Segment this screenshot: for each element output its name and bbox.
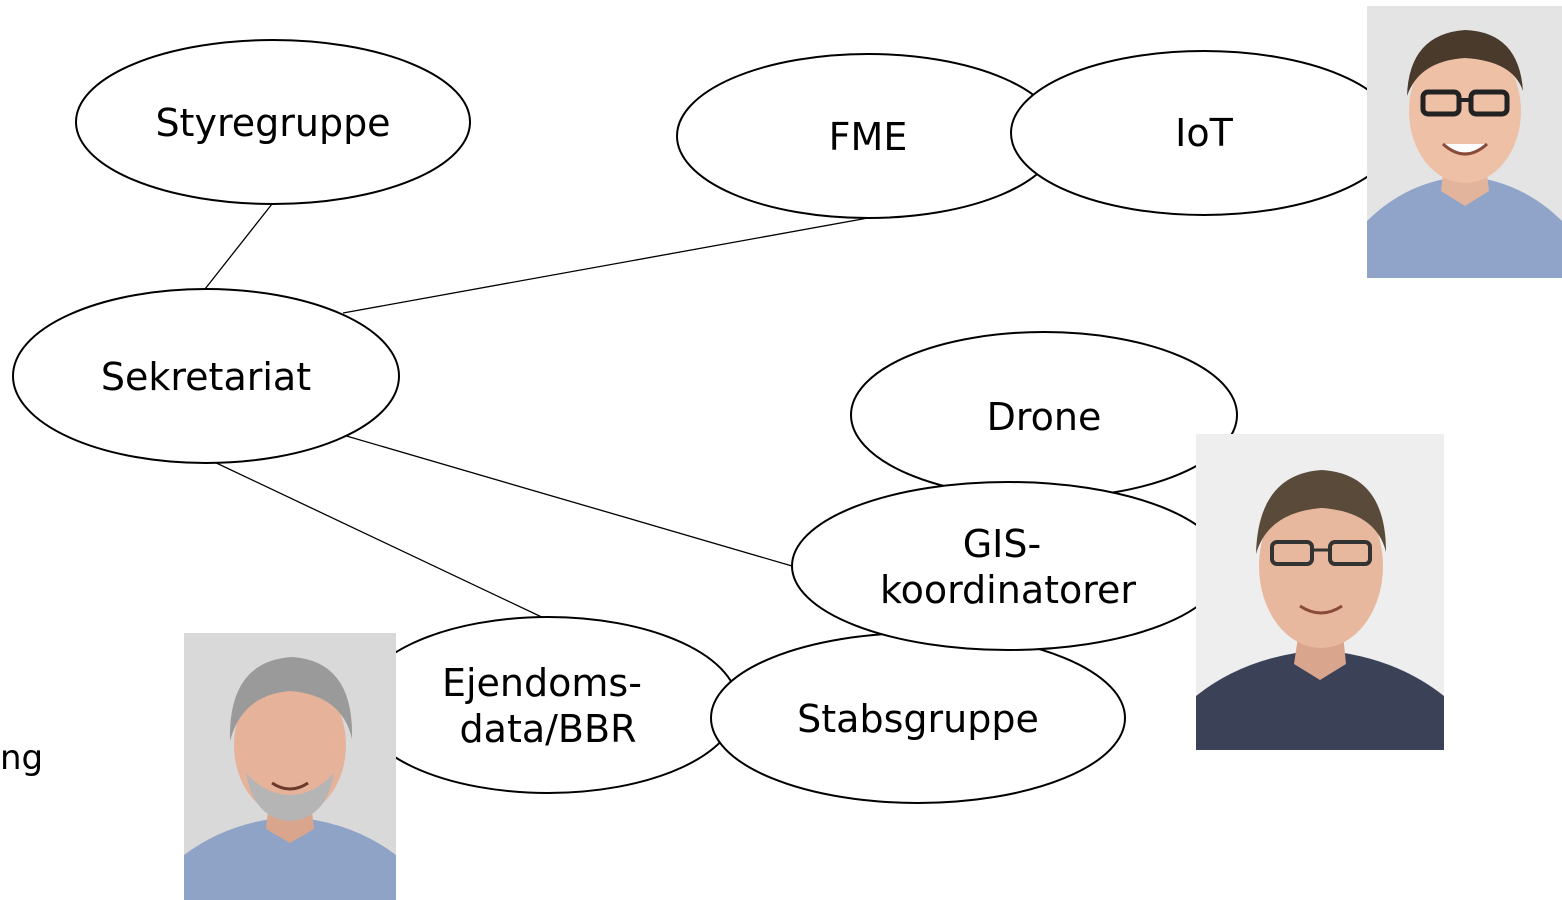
node-iot: IoT [1010, 50, 1398, 216]
node-styregruppe-label: Styregruppe [155, 101, 390, 145]
smile [1299, 604, 1343, 615]
node-sekretariat: Sekretariat [12, 288, 400, 464]
node-label-line: FME [829, 115, 908, 159]
shirt-shape [1196, 650, 1444, 750]
node-label-line: Drone [987, 395, 1102, 439]
clipped-side-text: ng [0, 738, 44, 778]
person-photo-bottom-left [184, 633, 396, 900]
face-shape [1409, 39, 1521, 183]
node-drone-label: Drone [987, 395, 1102, 439]
shirt-shape [1367, 176, 1562, 278]
portrait-illustration [184, 633, 396, 900]
node-label-line: IoT [1175, 111, 1233, 155]
hair-shape [1256, 470, 1386, 554]
person-photo-top-right [1367, 6, 1562, 278]
node-label-line: Sekretariat [101, 355, 311, 399]
beard-shape [246, 773, 334, 821]
node-gis-koordinatorer-label: GIS- koordinatorer [880, 522, 1136, 612]
glasses-left [1420, 89, 1462, 117]
person-photo-middle-right [1196, 434, 1444, 750]
portrait-illustration [1196, 434, 1444, 750]
edge-sekretariat-ejendom [209, 459, 549, 621]
edge-sekretariat-fme [342, 217, 869, 314]
node-styregruppe: Styregruppe [75, 39, 471, 205]
node-label-line: GIS- [963, 522, 1042, 566]
shirt-shape [184, 817, 396, 900]
portrait-illustration [1367, 6, 1562, 278]
glasses-right [1468, 89, 1510, 117]
node-ejendomsdata-bbr: Ejendoms- data/BBR [357, 616, 739, 794]
node-sekretariat-shape [12, 288, 400, 464]
node-fme: FME [676, 53, 1060, 219]
node-fme-label: FME [829, 115, 908, 159]
node-stabsgruppe: Stabsgruppe [710, 632, 1126, 804]
glasses-left [1270, 540, 1314, 566]
edge-styregruppe-sekretariat [204, 203, 273, 290]
glasses-right [1328, 540, 1372, 566]
node-gis-koordinatorer-shape [791, 481, 1225, 651]
hair-shape [229, 657, 353, 741]
node-styregruppe-shape [75, 39, 471, 205]
node-ejendomsdata-bbr-shape [357, 616, 739, 794]
node-label-line: koordinatorer [880, 568, 1136, 612]
node-label-line: Stabsgruppe [797, 697, 1039, 741]
node-label-line: data/BBR [460, 707, 637, 751]
node-iot-label: IoT [1175, 111, 1233, 155]
diagram-connectors [204, 203, 869, 621]
smile [271, 781, 309, 791]
node-drone: Drone [850, 331, 1238, 499]
node-sekretariat-label: Sekretariat [101, 355, 311, 399]
node-label-line: Styregruppe [155, 101, 390, 145]
node-gis-koordinatorer: GIS- koordinatorer [791, 481, 1225, 651]
smile [1441, 142, 1489, 156]
node-stabsgruppe-label: Stabsgruppe [797, 697, 1039, 741]
hair-shape [1407, 30, 1523, 96]
edge-sekretariat-gis [342, 434, 793, 567]
face-shape [234, 673, 346, 817]
node-label-line: Ejendoms- [442, 661, 642, 705]
face-shape [1259, 484, 1383, 648]
node-ejendomsdata-bbr-label: Ejendoms- data/BBR [442, 661, 654, 751]
